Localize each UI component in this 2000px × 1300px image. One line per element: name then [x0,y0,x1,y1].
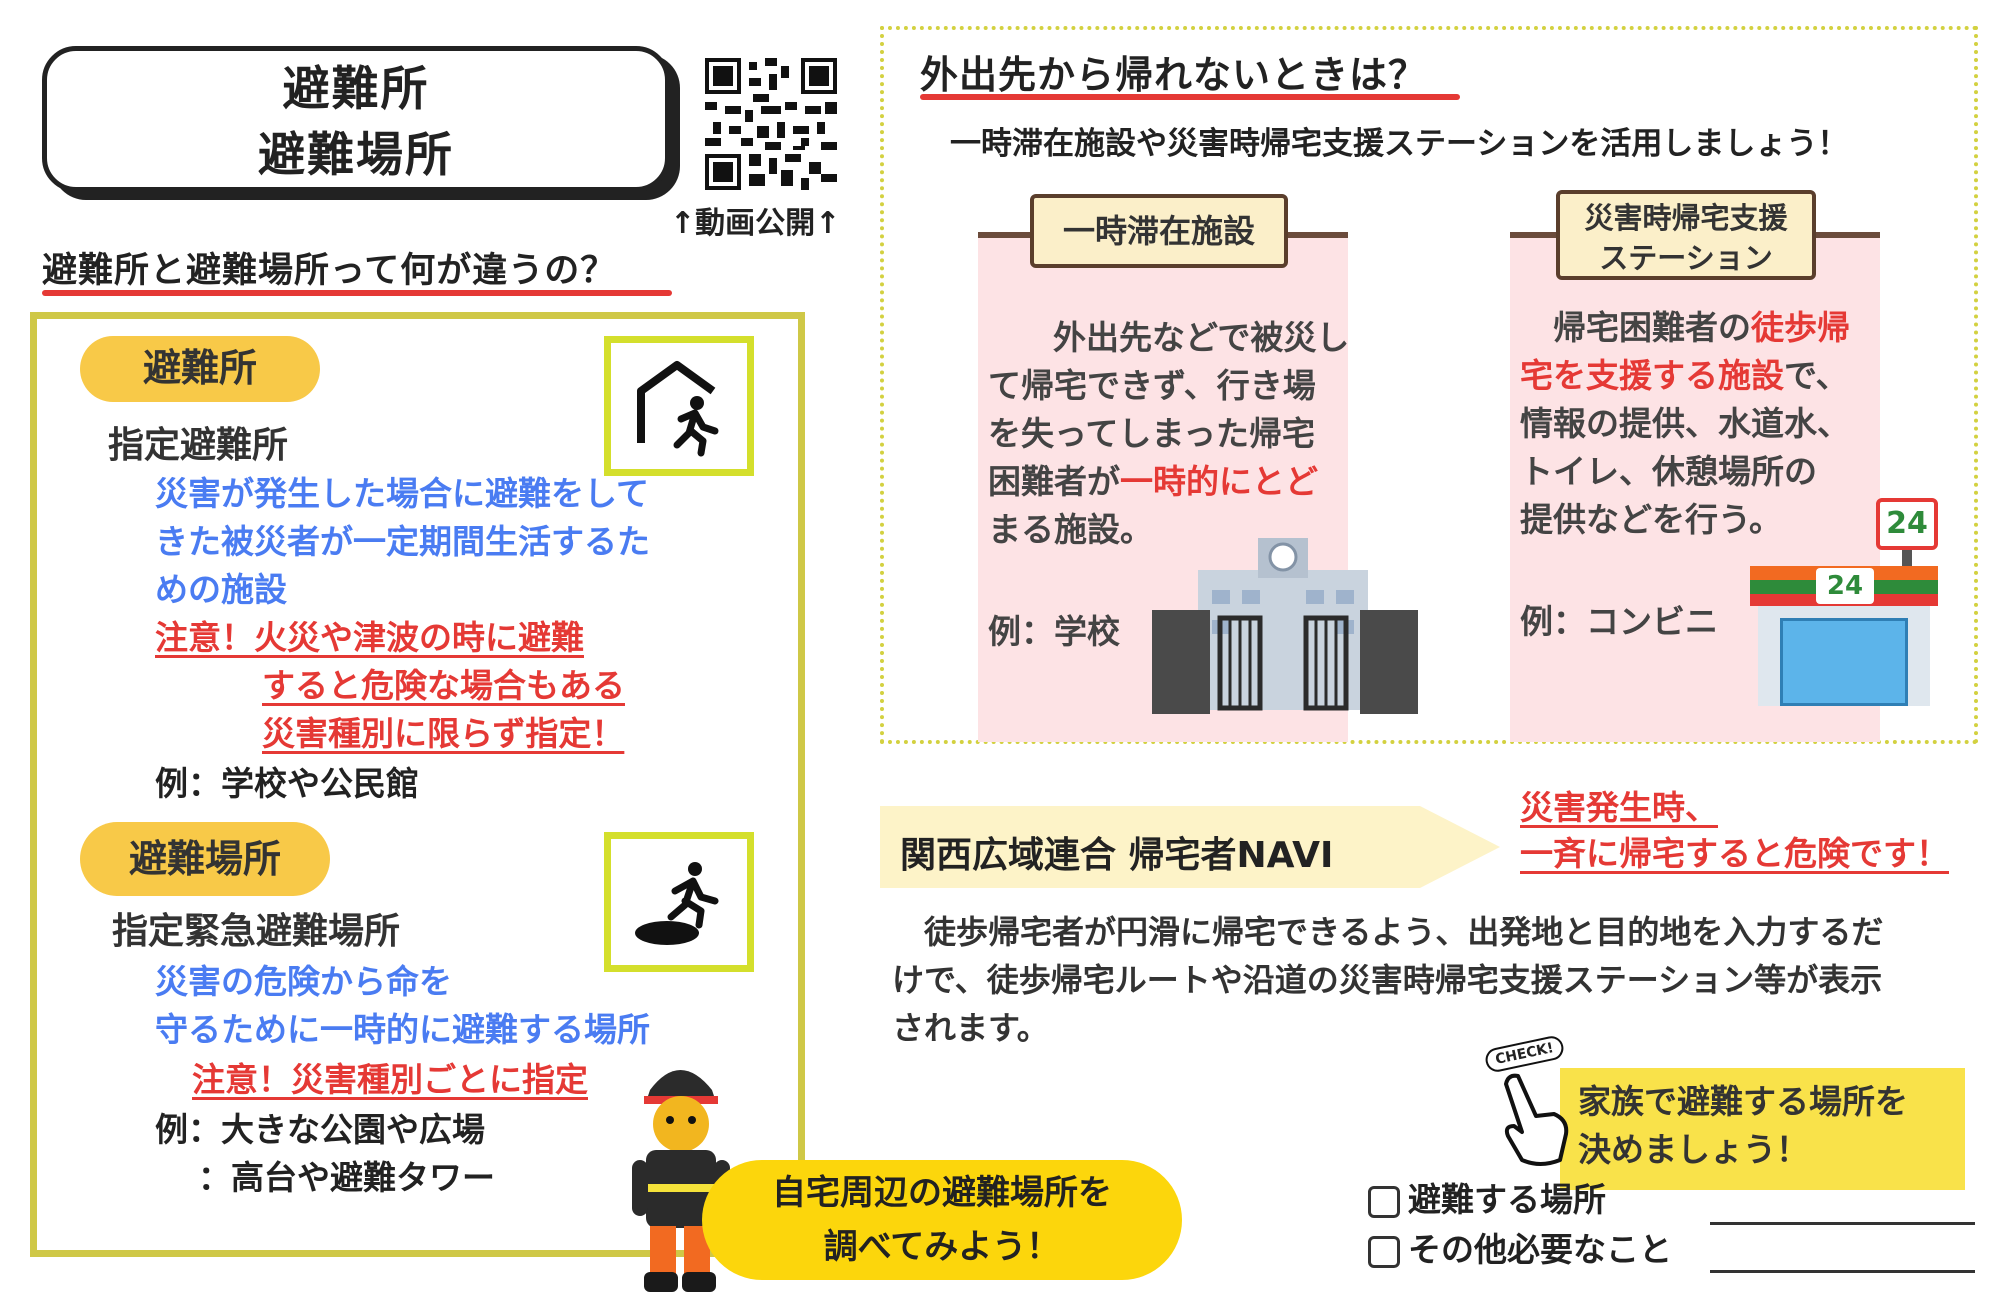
station-sign-line-2: ステーション [1599,241,1773,275]
shelter-desc-2: きた被災者が一定期間生活するた [155,522,650,561]
school-building-icon [1152,538,1418,714]
evac-place-desc-2: 守るために一時的に避難する場所 [155,1010,650,1049]
navi-label[interactable]: 関西広域連合 帰宅者NAVI [900,835,1334,876]
convenience-store-icon: 24 24 [1750,498,1938,708]
navi-warning-1: 災害発生時、 [1520,788,1718,827]
title-box: 避難所 避難場所 [42,46,670,192]
facility-line-1: 外出先などで被災し [1053,318,1350,357]
shelter-example: 例：学校や公民館 [155,764,419,803]
evac-place-desc-1: 災害の危険から命を [155,962,452,1001]
navi-warning-2: 一斉に帰宅すると危険です！ [1520,834,1949,873]
navi-desc-2: けで、徒歩帰宅ルートや沿道の災害時帰宅支援ステーション等が表示 [892,961,1883,999]
store-pole [1902,550,1912,566]
checkbox-evac-place[interactable] [1368,1186,1400,1218]
station-line-3: 情報の提供、水道水、 [1520,404,1850,443]
write-line-2[interactable] [1710,1270,1975,1273]
question-heading: 避難所と避難場所って何が違うの？ [42,251,617,291]
title-line-1: 避難所 [282,62,430,117]
checkbox-other-needs[interactable] [1368,1236,1400,1268]
callout-line-1: 自宅周辺の避難場所を [772,1173,1112,1213]
evac-place-pill: 避難場所 [80,822,330,896]
facility-line-2: て帰宅できず、行き場 [988,366,1316,405]
evac-place-icon-box [604,832,754,972]
station-line-5: 提供などを行う。 [1520,500,1783,539]
shelter-note-2: すると危険な場合もある [262,666,625,705]
temporary-stay-facility-sign: 一時滞在施設 [1030,194,1288,268]
evac-place-example-2: ：高台や避難タワー [198,1158,495,1197]
navi-desc-3: されます。 [892,1009,1049,1047]
check-line-2: 決めましょう！ [1578,1130,1809,1169]
outside-heading: 外出先から帰れないときは？ [920,53,1428,97]
evac-place-example-1: 例：大きな公園や広場 [155,1110,485,1149]
outside-heading-underline [920,94,1460,100]
shelter-note-1: 注意！火災や津波の時に避難 [155,618,584,657]
store-door [1780,618,1908,706]
shelter-note-3: 災害種別に限らず指定！ [262,714,625,753]
facility-line-3: を失ってしまった帰宅 [988,414,1316,453]
facility-line-4: 困難者が一時的にとど [988,462,1318,501]
firefighter-mascot-icon [632,1070,730,1292]
facility-example: 例：学校 [988,612,1120,651]
shelter-type: 指定避難所 [108,425,289,466]
callout-bubble: 自宅周辺の避難場所を 調べてみよう！ [702,1160,1182,1280]
station-line-4: トイレ、休憩場所の [1520,452,1817,491]
evac-place-note: 注意！災害種別ごとに指定 [192,1060,588,1099]
qr-caption: ↑動画公開↑ [670,206,841,241]
facility-line-5: まる施設。 [988,510,1153,549]
station-line-2: 宅を支援する施設で、 [1520,356,1849,395]
person-running-to-ground-icon [635,862,719,945]
shelter-pill: 避難所 [80,336,320,402]
write-line-1[interactable] [1710,1222,1975,1225]
outside-info-panel [880,26,1978,744]
navi-desc-1: 徒歩帰宅者が円滑に帰宅できるよう、出発地と目的地を入力するだ [892,913,1884,951]
check-highlight-band [1560,1068,1965,1190]
shelter-desc-1: 災害が発生した場合に避難をして [155,474,650,513]
heading-underline [42,290,672,296]
station-example: 例：コンビニ [1520,602,1718,641]
check-line-1: 家族で避難する場所を [1578,1082,1908,1121]
station-sign-line-1: 災害時帰宅支援 [1584,201,1788,235]
callout-line-2: 調べてみよう！ [823,1227,1061,1267]
station-line-1: 帰宅困難者の徒歩帰 [1553,308,1850,347]
navi-arrow-banner [880,806,1500,888]
pointing-hand-icon [1504,1073,1569,1166]
store-sign: 24 [1816,568,1874,604]
shelter-desc-3: めの施設 [155,570,287,609]
checklist-item-evac-place: 避難する場所 [1408,1180,1606,1219]
qr-code-icon[interactable] [705,58,837,190]
shelter-icon-box [604,336,754,476]
support-station-sign: 災害時帰宅支援 ステーション [1556,190,1816,280]
check-badge: CHECK! [1483,1034,1566,1074]
house-running-person-icon [637,361,719,457]
outside-subheading: 一時滞在施設や災害時帰宅支援ステーションを活用しましょう！ [950,126,1849,162]
evac-place-type: 指定緊急避難場所 [112,911,401,952]
title-line-2: 避難場所 [258,128,454,183]
store-pole-sign: 24 [1876,498,1938,550]
checklist-item-other-needs: その他必要なこと [1408,1230,1672,1269]
